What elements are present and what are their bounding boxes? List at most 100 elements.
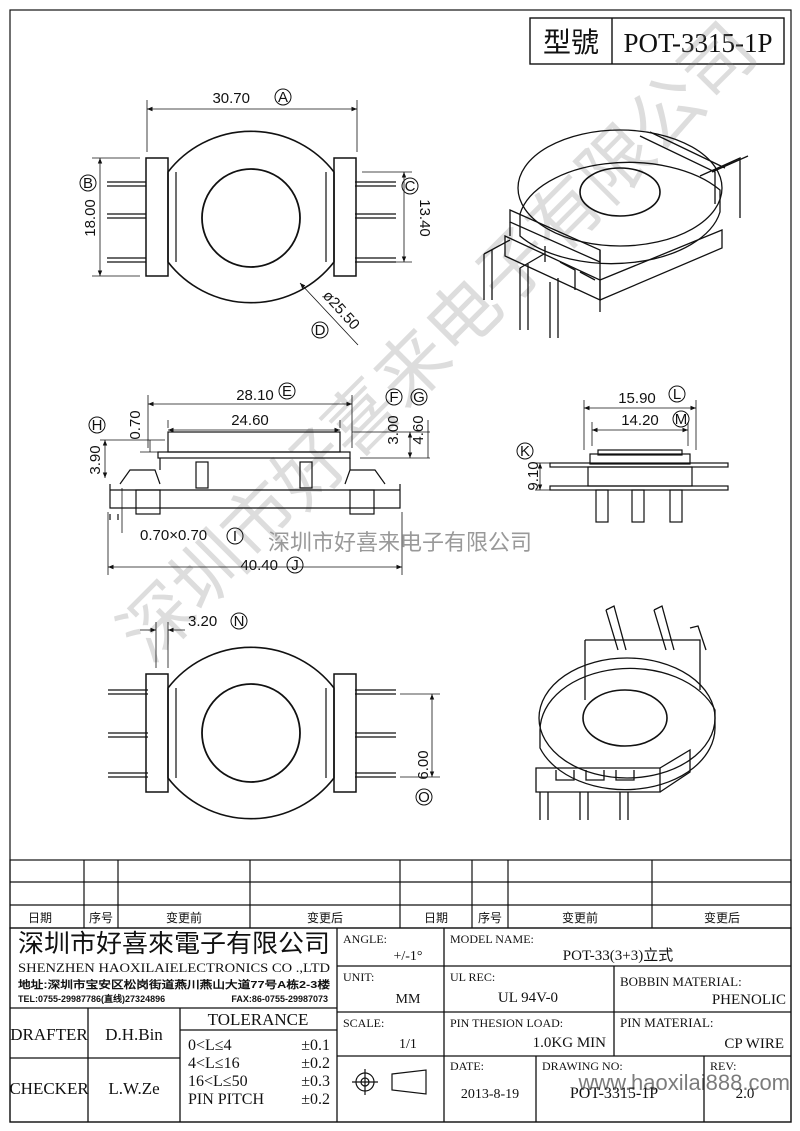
- company-tel: TEL:0755-29987786(直线)27324896: [18, 993, 165, 1004]
- company-name-en: SHENZHEN HAOXILAIELECTRONICS CO .,LTD: [18, 960, 330, 975]
- rev-label: REV:: [710, 1059, 736, 1073]
- model-header: 型號 POT-3315-1P: [529, 17, 785, 65]
- tag-i: I: [233, 528, 237, 545]
- tag-o: O: [418, 789, 430, 806]
- tag-k: K: [520, 443, 530, 460]
- rev-header-date-2: 日期: [424, 911, 448, 925]
- rev-header-seq-1: 序号: [89, 910, 113, 925]
- drafter-value: D.H.Bin: [105, 1025, 163, 1044]
- dim-14-20: 14.20: [621, 412, 659, 429]
- date-value: 2013-8-19: [461, 1087, 519, 1102]
- dim-3-20: 3.20: [188, 613, 217, 630]
- company-address: 地址:深圳市宝安区松岗街道燕川燕山大道77号A栋2-3楼: [18, 978, 331, 991]
- drafter-label: DRAFTER: [10, 1025, 88, 1044]
- tolerance-range-3: 16<L≤50: [188, 1073, 248, 1090]
- model-value: POT-3315-1P: [623, 28, 772, 58]
- title-block-grid: [9, 927, 792, 1123]
- tolerance-range-4: PIN PITCH: [188, 1091, 264, 1108]
- tolerance-value-3: ±0.3: [301, 1073, 330, 1090]
- tag-d: D: [315, 322, 326, 339]
- rev-header-date-1: 日期: [28, 911, 52, 925]
- rev-header-after-1: 变更后: [307, 910, 343, 925]
- checker-value: L.W.Ze: [108, 1079, 159, 1098]
- drawing-no-label: DRAWING NO:: [542, 1059, 623, 1073]
- scale-label: SCALE:: [343, 1016, 384, 1030]
- unit-value: MM: [396, 992, 421, 1007]
- tag-f: F: [389, 389, 398, 406]
- tag-circles-front: [88, 382, 428, 574]
- tolerance-value-1: ±0.1: [301, 1037, 330, 1054]
- front-view: [100, 395, 430, 575]
- iso-view-bottom: [535, 605, 716, 820]
- dim-40-40: 40.40: [240, 557, 278, 574]
- rev-header-before-2: 变更前: [562, 910, 598, 925]
- tag-circles-top: [79, 88, 419, 339]
- dim-24-60: 24.60: [231, 412, 269, 429]
- pin-tension-label: PIN THESION LOAD:: [450, 1016, 563, 1030]
- dim-3-00: 3.00: [385, 415, 402, 444]
- dim-0-70x0-70: 0.70×0.70: [140, 527, 207, 544]
- tolerance-range-1: 0<L≤4: [188, 1037, 232, 1054]
- pin-material-value: CP WIRE: [724, 1036, 784, 1052]
- ul-rec-value: UL 94V-0: [498, 990, 558, 1006]
- watermark: 深圳市好喜来电子有限公司: [103, 7, 773, 677]
- company-name-cn: 深圳市好喜來電子有限公司: [18, 930, 330, 958]
- dim-6-00: 6.00: [415, 750, 432, 779]
- rev-header-seq-2: 序号: [478, 910, 502, 925]
- pin-material-label: PIN MATERIAL:: [620, 1015, 714, 1030]
- date-label: DATE:: [450, 1059, 484, 1073]
- tolerance-range-2: 4<L≤16: [188, 1055, 240, 1072]
- tag-l: L: [673, 386, 681, 403]
- tag-j: J: [291, 557, 299, 574]
- dim-13-40: 13.40: [416, 199, 433, 237]
- tag-b: B: [83, 175, 93, 192]
- model-label: 型號: [543, 27, 599, 59]
- tolerance-value-2: ±0.2: [301, 1055, 330, 1072]
- unit-label: UNIT:: [343, 970, 374, 984]
- side-view: [535, 400, 729, 523]
- tolerance-value-4: ±0.2: [301, 1091, 330, 1108]
- model-name-label: MODEL NAME:: [450, 932, 534, 946]
- checker-label: CHECKER: [9, 1079, 89, 1098]
- rev-header-before-1: 变更前: [166, 910, 202, 925]
- tag-h: H: [92, 417, 103, 434]
- tag-a: A: [278, 89, 288, 106]
- dim-9-10: 9.10: [525, 461, 542, 490]
- rev-value: 2.0: [736, 1086, 755, 1102]
- dim-4-60: 4.60: [410, 415, 427, 444]
- drawing-no-value: POT-3315-1P: [570, 1085, 658, 1102]
- scale-value: 1/1: [399, 1037, 417, 1052]
- tag-n: N: [234, 613, 245, 630]
- model-name-value: POT-33(3+3)立式: [563, 947, 673, 964]
- tag-circles-side: [516, 385, 690, 460]
- dim-15-90: 15.90: [618, 390, 656, 407]
- bobbin-material-value: PHENOLIC: [712, 992, 786, 1008]
- dim-18-00: 18.00: [82, 199, 99, 237]
- bottom-view: [108, 622, 440, 820]
- tag-circles-bottom: [230, 612, 433, 806]
- tag-g: G: [413, 389, 425, 406]
- bobbin-material-label: BOBBIN MATERIAL:: [620, 974, 742, 989]
- revision-table: [9, 859, 792, 929]
- rev-header-after-2: 变更后: [704, 910, 740, 925]
- tag-e: E: [282, 383, 292, 400]
- tag-c: C: [405, 178, 416, 195]
- dim-3-90: 3.90: [87, 445, 104, 474]
- ul-rec-label: UL REC:: [450, 970, 495, 984]
- dim-30-70: 30.70: [212, 90, 250, 107]
- company-fax: FAX:86-0755-29987073: [231, 994, 328, 1004]
- dim-28-10: 28.10: [236, 387, 274, 404]
- tag-m: M: [675, 411, 688, 428]
- angle-value: +/-1°: [393, 949, 422, 964]
- tolerance-title: TOLERANCE: [208, 1010, 309, 1029]
- top-view: [92, 100, 412, 346]
- angle-label: ANGLE:: [343, 932, 387, 946]
- pin-tension-value: 1.0KG MIN: [533, 1035, 606, 1051]
- projection-symbol-icon: [352, 1069, 427, 1095]
- diagonal-watermark: 深圳市好喜来电子有限公司: [103, 7, 773, 677]
- site-watermark: www.haoxilai888.com: [577, 1070, 790, 1095]
- center-watermark: 深圳市好喜来电子有限公司: [268, 531, 532, 556]
- dim-0-70: 0.70: [127, 410, 144, 439]
- iso-view-top: [483, 129, 749, 338]
